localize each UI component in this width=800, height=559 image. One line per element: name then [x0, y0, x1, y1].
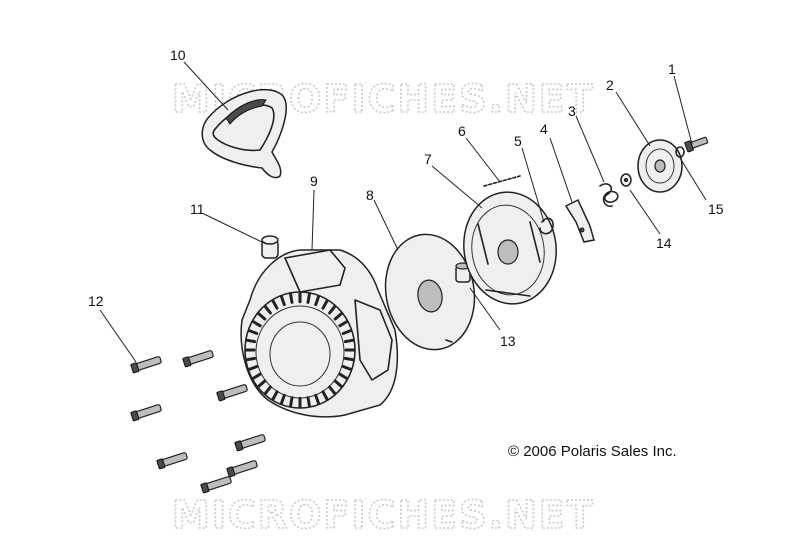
- vent-slot: [343, 338, 355, 344]
- part-9-housing[interactable]: [240, 249, 399, 418]
- callout-10: 10: [170, 47, 186, 63]
- vent-slot: [338, 372, 349, 380]
- copyright-notice: © 2006 Polaris Sales Inc.: [508, 443, 677, 460]
- callout-4: 4: [540, 121, 548, 137]
- callout-2: 2: [606, 77, 614, 93]
- callout-5: 5: [514, 133, 522, 149]
- vent-slot: [263, 385, 272, 395]
- part-15-washer[interactable]: [675, 146, 685, 158]
- callout-7: 7: [424, 151, 432, 167]
- vent-slot: [333, 312, 343, 321]
- vent-slot: [306, 396, 311, 408]
- callout-6: 6: [458, 123, 466, 139]
- callout-9: 9: [310, 173, 318, 189]
- leader-lines: [99, 61, 707, 363]
- callout-1: 1: [668, 61, 676, 77]
- vent-slot: [280, 295, 286, 307]
- vent-slot: [257, 379, 267, 388]
- callout-14: 14: [656, 235, 672, 251]
- vent-slot: [333, 379, 343, 388]
- vent-slot: [271, 390, 279, 401]
- callout-12: 12: [88, 293, 104, 309]
- vent-slot: [247, 365, 259, 371]
- part-10-handle[interactable]: [201, 88, 287, 179]
- part-6-rope[interactable]: [483, 175, 521, 187]
- vent-slot: [343, 356, 355, 362]
- part-1-bolt[interactable]: [684, 135, 709, 153]
- vent-slot: [338, 320, 349, 328]
- part-5-clip[interactable]: [539, 217, 554, 235]
- part-8-spring-disc[interactable]: [377, 227, 484, 357]
- part-14-washer[interactable]: [620, 173, 632, 187]
- callout-13: 13: [500, 333, 516, 349]
- callout-8: 8: [366, 187, 374, 203]
- vent-slot: [341, 365, 353, 371]
- vent-slot: [289, 292, 294, 304]
- vent-slot: [328, 385, 337, 395]
- part-7-pulley[interactable]: [457, 186, 564, 310]
- callout-11: 11: [190, 201, 205, 217]
- watermark-bottom: MICROFICHES.NET: [172, 493, 595, 537]
- vent-slot: [328, 305, 337, 315]
- vent-slot: [245, 338, 257, 344]
- part-4-pawl[interactable]: [564, 198, 595, 243]
- part-3-spring[interactable]: [599, 183, 619, 208]
- vent-slot: [251, 372, 262, 380]
- vent-slot: [314, 295, 320, 307]
- part-2-cover-plate[interactable]: [637, 139, 683, 193]
- vent-slot: [321, 390, 329, 401]
- part-11-plug[interactable]: [261, 235, 279, 259]
- vent-slot: [245, 356, 257, 362]
- vent-slot: [341, 329, 353, 335]
- callout-15: 15: [708, 201, 724, 217]
- vent-slot: [321, 299, 329, 310]
- vent-slot: [289, 396, 294, 408]
- callout-labels: 1 2 3 4 5 6 7 8 9 10 11 12 13 14 15: [88, 47, 724, 349]
- vent-slot: [251, 320, 262, 328]
- part-12-bolts[interactable]: [130, 349, 266, 494]
- callout-3: 3: [568, 103, 576, 119]
- vent-slot: [257, 312, 267, 321]
- vent-slot: [271, 299, 279, 310]
- vent-slot: [314, 393, 320, 405]
- vent-slot: [306, 292, 311, 304]
- vent-slot: [280, 393, 286, 405]
- housing-vents: [244, 291, 356, 409]
- vent-slot: [263, 305, 272, 315]
- vent-slot: [247, 329, 259, 335]
